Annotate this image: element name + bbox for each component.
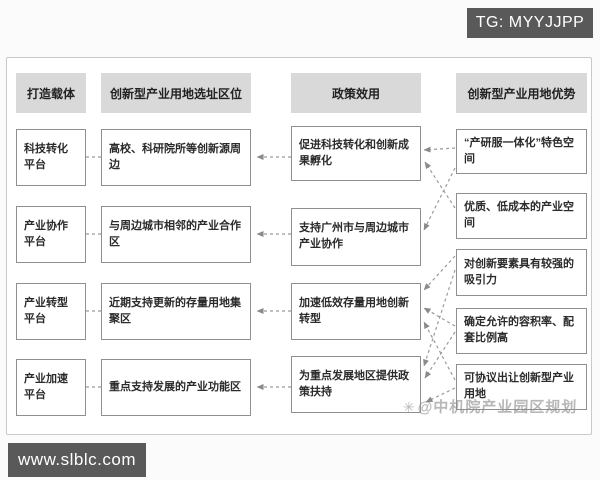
location-box: 重点支持发展的产业功能区 (101, 359, 251, 416)
location-box: 高校、科研院所等创新源周边 (101, 129, 251, 186)
advantage-box: 可协议出让创新型产业用地 (456, 364, 587, 410)
platform-box: 产业加速平台 (16, 359, 86, 416)
advantage-box: “产研服一体化”特色空间 (456, 129, 587, 174)
arrow-advantage-to-policy (423, 307, 456, 327)
diagram-panel: 打造载体 创新型产业用地选址区位 政策效用 创新型产业用地优势 科技转化平台 产… (6, 57, 592, 435)
arrow-advantage-to-policy (424, 331, 456, 379)
watermark-text: @中机院产业园区规划 (417, 399, 578, 416)
arrow-advantage-to-policy (423, 255, 456, 291)
arrow-advantage-to-policy (424, 161, 456, 209)
arrow-advantage-to-policy (423, 167, 456, 231)
column-header-site-selection: 创新型产业用地选址区位 (101, 73, 251, 113)
tg-badge: TG: MYYJJPP (467, 8, 593, 38)
platform-box: 科技转化平台 (16, 129, 86, 186)
arrow-advantage-to-policy (423, 269, 456, 367)
column-header-carriers: 打造载体 (16, 73, 86, 113)
advantage-box: 优质、低成本的产业空间 (456, 193, 587, 239)
policy-box: 为重点发展地区提供政策扶持 (291, 356, 421, 413)
watermark-logo-icon: ✳ (402, 399, 416, 415)
column-header-advantages: 创新型产业用地优势 (456, 73, 587, 113)
column-header-policy-effect: 政策效用 (291, 73, 421, 113)
arrow-advantage-to-policy (423, 321, 456, 381)
platform-box: 产业协作平台 (16, 206, 86, 263)
watermark: ✳@中机院产业园区规划 (403, 396, 592, 417)
advantage-box: 对创新要素具有较强的吸引力 (456, 249, 587, 296)
policy-box: 支持广州市与周边城市产业协作 (291, 208, 421, 266)
policy-box: 促进科技转化和创新成果孵化 (291, 126, 421, 181)
location-box: 近期支持更新的存量用地集聚区 (101, 283, 251, 340)
advantage-box: 确定允许的容积率、配套比例高 (456, 308, 587, 354)
site-url-badge: www.slblc.com (8, 443, 146, 477)
location-box: 与周边城市相邻的产业合作区 (101, 206, 251, 263)
policy-box: 加速低效存量用地创新转型 (291, 283, 421, 340)
platform-box: 产业转型平台 (16, 283, 86, 340)
arrow-advantage-to-policy (423, 146, 456, 153)
